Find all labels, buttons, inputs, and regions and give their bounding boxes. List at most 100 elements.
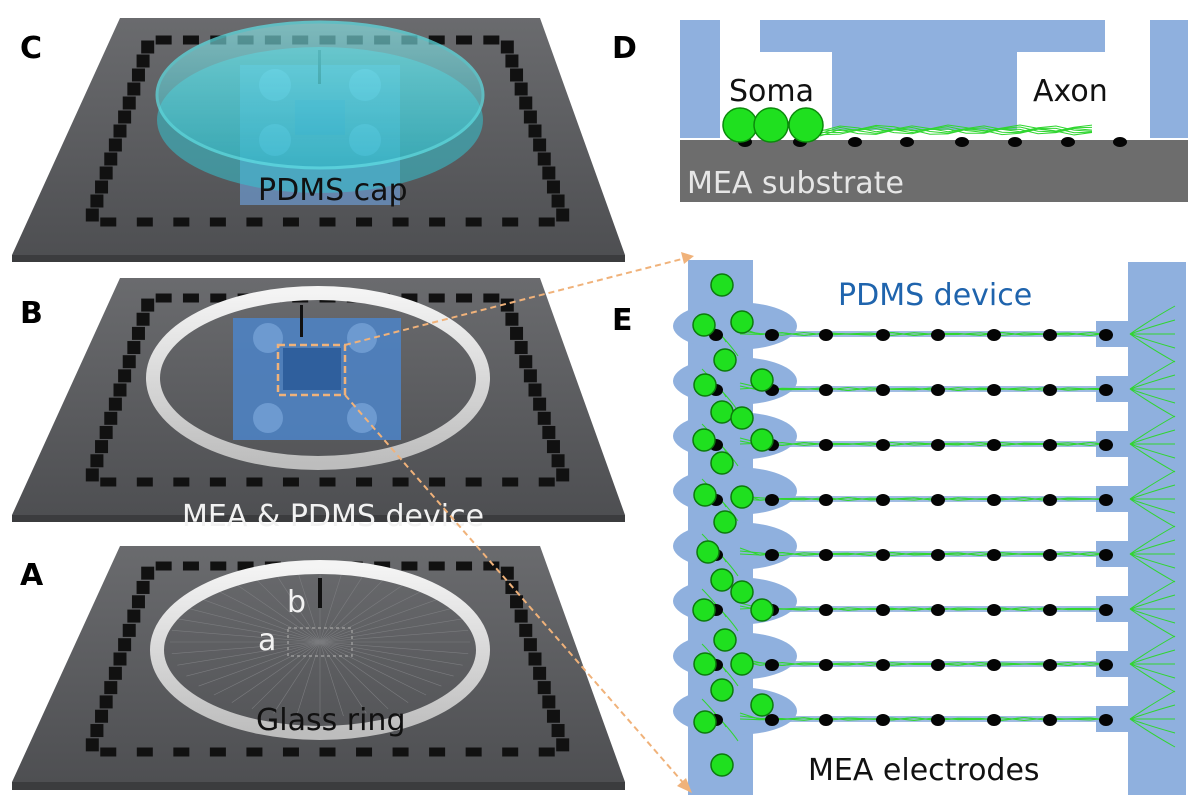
contact-pad: [538, 477, 555, 487]
electrode: [819, 549, 833, 561]
contact-pad: [533, 666, 547, 680]
pdms-well: [253, 403, 283, 433]
electrode: [1043, 604, 1057, 616]
electrode: [1043, 494, 1057, 506]
contact-pad: [483, 35, 500, 45]
contact-pad: [173, 747, 190, 757]
contact-pad: [456, 293, 473, 303]
soma: [722, 107, 758, 143]
electrode: [848, 137, 862, 147]
electrode: [1008, 137, 1022, 147]
soma: [750, 598, 774, 622]
electrode: [876, 604, 890, 616]
contact-pad: [523, 369, 537, 383]
contact-pad: [90, 194, 104, 208]
soma: [692, 428, 716, 452]
electrode-trace: [319, 588, 427, 643]
contact-pad: [537, 152, 551, 166]
contact-pad: [136, 312, 150, 326]
axon-branch: [1129, 443, 1176, 459]
electrode: [900, 137, 914, 147]
label-a-mark: a: [258, 623, 276, 658]
pdms-well: [347, 403, 377, 433]
contact-pad: [392, 217, 409, 227]
contact-pad: [108, 666, 122, 680]
contact-pad: [505, 54, 519, 68]
electrodes: [738, 137, 1127, 147]
substrate-label: MEA substrate: [687, 166, 904, 201]
contact-pad: [155, 293, 172, 303]
electrode: [819, 384, 833, 396]
axon-branch: [1129, 690, 1176, 720]
axon-branch: [1129, 635, 1176, 665]
contact-pad: [282, 217, 299, 227]
contact-pad: [546, 440, 560, 454]
electrode: [819, 439, 833, 451]
contact-pad: [99, 425, 113, 439]
contact-pad: [85, 738, 99, 752]
pdms-cap-label: PDMS cap: [258, 173, 408, 208]
contact-pad: [483, 293, 500, 303]
contact-pad: [502, 477, 519, 487]
electrode: [1099, 329, 1113, 341]
contact-pad: [505, 312, 519, 326]
reference-electrode: [318, 578, 322, 608]
contact-pad: [510, 68, 524, 82]
electrode-trace: [213, 588, 321, 643]
contact-pad: [551, 724, 565, 738]
axon-branch: [1129, 663, 1176, 693]
microchannels: [283, 348, 341, 390]
contact-pad: [356, 217, 373, 227]
electrode: [876, 384, 890, 396]
panel-letter-d: D: [612, 31, 637, 66]
contact-pad: [542, 695, 556, 709]
contact-pad: [246, 477, 263, 487]
electrode-trace: [319, 597, 442, 643]
contact-pad: [155, 35, 172, 45]
electrode-trace: [296, 641, 321, 717]
contact-pad: [136, 580, 150, 594]
contact-pad: [141, 40, 155, 54]
contact-pad: [113, 124, 127, 138]
electrode-trace: [319, 618, 463, 643]
mea-substrate: [680, 140, 1188, 202]
electrode: [931, 714, 945, 726]
electrode: [765, 659, 779, 671]
electrode: [876, 659, 890, 671]
soma: [692, 598, 716, 622]
contact-pad: [514, 609, 528, 623]
axon-branch: [1129, 704, 1176, 720]
contact-pad: [519, 355, 533, 369]
contact-pad: [131, 68, 145, 82]
contact-pad: [131, 326, 145, 340]
contact-pad: [113, 383, 127, 397]
axon-label: Axon: [1033, 74, 1108, 109]
contact-pad: [528, 652, 542, 666]
soma: [693, 373, 717, 397]
contact-pad: [136, 477, 153, 487]
contact-pad: [556, 738, 570, 752]
contact-pad: [500, 566, 514, 580]
mea-electrodes-label: MEA electrodes: [808, 753, 1040, 788]
electrode-trace: [319, 641, 463, 666]
axon-branch: [1129, 608, 1176, 638]
electrode-array: [287, 627, 353, 657]
contact-pad: [538, 217, 555, 227]
contact-pad: [122, 355, 136, 369]
soma: [788, 107, 824, 143]
electrode: [1099, 439, 1113, 451]
pdms-well: [253, 323, 283, 353]
electrode: [819, 494, 833, 506]
contact-pad: [108, 397, 122, 411]
electrode: [819, 329, 833, 341]
contact-pad: [246, 747, 263, 757]
contact-pad: [401, 293, 418, 303]
zoom-arrowhead-top: [681, 252, 694, 264]
axon: [819, 126, 1093, 134]
contact-pad: [90, 724, 104, 738]
electrode-trace: [251, 641, 321, 710]
contact-pad: [141, 566, 155, 580]
electrode: [987, 439, 1001, 451]
contact-pad: [209, 217, 226, 227]
soma: [713, 348, 737, 372]
